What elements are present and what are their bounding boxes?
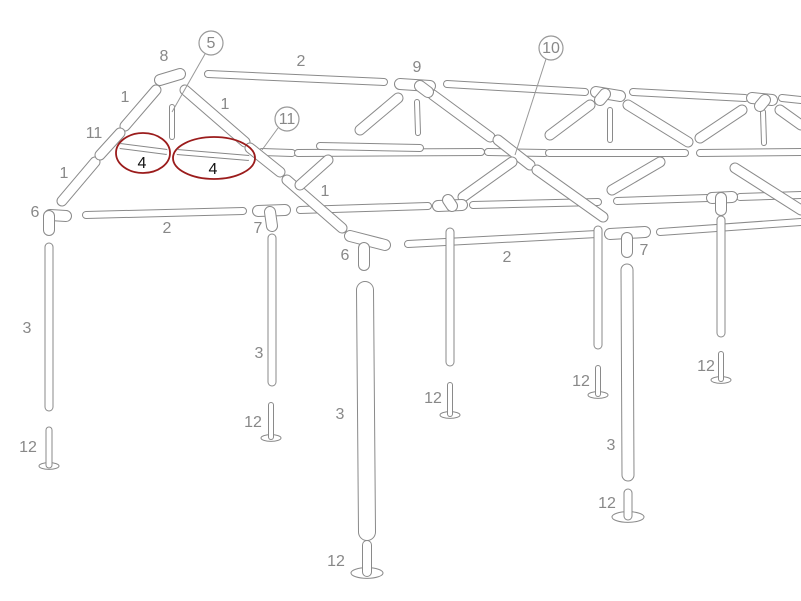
diagonal-tube (729, 162, 801, 216)
part-label: 2 (163, 220, 172, 237)
diagonal-tube (622, 99, 694, 148)
part-label: 12 (19, 439, 37, 456)
connector-fitting (442, 194, 458, 212)
connector-fitting (344, 230, 391, 251)
part-label: 7 (254, 220, 263, 237)
part-label: 12 (697, 358, 715, 375)
part-label: 2 (297, 53, 306, 70)
part-label: 12 (327, 553, 345, 570)
beam-tube (316, 142, 424, 152)
beam-tube (294, 148, 485, 157)
callout-11: 11 (279, 111, 296, 128)
part-label: 3 (23, 320, 32, 337)
diagonal-tube (694, 104, 748, 144)
diagonal-tube (94, 127, 126, 161)
part-label-4: 4 (209, 161, 218, 178)
connector-fitting (154, 68, 186, 86)
part-label: 3 (255, 345, 264, 362)
diagonal-tube (354, 92, 404, 136)
part-label: 1 (60, 165, 69, 182)
beam-tube (629, 88, 749, 102)
callouts: 5 10 11 (171, 30, 564, 156)
callout-5: 5 (207, 35, 216, 52)
beam-tube (696, 148, 801, 157)
part-label: 2 (503, 249, 512, 266)
part-label: 11 (86, 125, 103, 142)
connector-fitting (264, 206, 278, 232)
diagonal-tube (606, 156, 666, 196)
beam-tube (443, 80, 589, 96)
part-label: 6 (341, 247, 350, 264)
part-label: 9 (413, 59, 422, 76)
beam-tube (82, 207, 247, 219)
highlighted-part-4-a: 4 (115, 132, 171, 174)
post-tube (760, 109, 767, 146)
post-tube (414, 99, 421, 136)
beam-tube (778, 94, 801, 104)
diagonal-tube (544, 99, 596, 141)
beam-tube (258, 148, 296, 157)
diagonal-tube (457, 156, 518, 203)
beam-tube (613, 194, 712, 205)
part-label: 12 (424, 390, 442, 407)
part-label: 8 (160, 48, 169, 65)
connector-fitting (754, 94, 771, 112)
base-feet (38, 351, 732, 579)
diagonal-tube (244, 142, 286, 178)
part-labels: 8 2 9 1 1 11 1 6 2 7 1 6 2 7 3 3 3 3 12 … (19, 48, 715, 570)
diagonal-tube (531, 164, 609, 223)
part-label: 7 (640, 242, 649, 259)
beam-tube (404, 230, 601, 248)
beam-tube (656, 218, 801, 236)
connector-fitting (594, 88, 611, 106)
callout-10: 10 (542, 40, 560, 57)
part-label: 1 (321, 183, 330, 200)
connector-fitting (414, 80, 434, 98)
part-label: 12 (244, 414, 262, 431)
part-label: 6 (31, 204, 40, 221)
diagonal-tube (774, 104, 801, 131)
part-label: 1 (121, 89, 130, 106)
post-tube (356, 281, 376, 541)
part-label: 3 (336, 406, 345, 423)
part-label-4: 4 (138, 155, 147, 172)
diagonal-tube (492, 134, 536, 171)
part-label: 12 (598, 495, 616, 512)
part-label: 12 (572, 373, 590, 390)
diagonal-tube (119, 84, 162, 132)
diagonal-tube (427, 89, 496, 143)
diagonal-tube (294, 154, 334, 191)
part-label: 1 (221, 96, 230, 113)
beam-tube (204, 70, 388, 86)
frame-tubes (43, 68, 801, 541)
highlighted-part-4-b: 4 (172, 136, 256, 180)
part-label: 3 (607, 437, 616, 454)
diagonal-tube (179, 84, 251, 148)
post-tube (620, 263, 635, 482)
diagonal-tube (56, 156, 101, 207)
